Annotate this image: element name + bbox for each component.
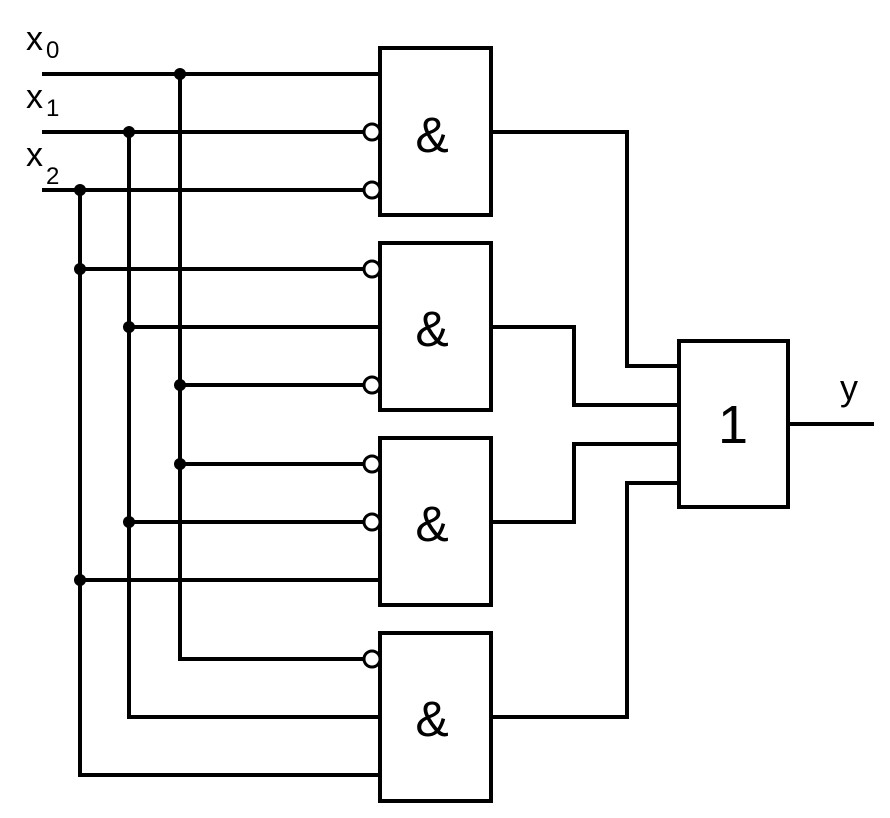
input-x0-sub: 0 xyxy=(46,37,59,64)
output-label-y: y xyxy=(840,367,858,408)
junction-dots xyxy=(74,68,186,586)
input-x0-main: x xyxy=(26,20,43,58)
junction-dot xyxy=(74,263,86,275)
and-gate-4-symbol: & xyxy=(415,691,448,747)
input-x1-main: x xyxy=(26,78,43,116)
input-label-x2: x 2 xyxy=(26,136,59,190)
and-gate-2: & xyxy=(378,241,493,412)
or-gate: 1 xyxy=(677,339,790,509)
junction-dot xyxy=(74,184,86,196)
junction-dot xyxy=(74,574,86,586)
junction-dot xyxy=(174,379,186,391)
inverter-bubble xyxy=(362,512,382,532)
inverter-bubble xyxy=(362,180,382,200)
junction-dot xyxy=(123,126,135,138)
and-gate-2-symbol: & xyxy=(415,301,448,357)
inverter-bubble xyxy=(362,454,382,474)
input-x2-sub: 2 xyxy=(46,163,59,190)
inverter-bubble xyxy=(362,259,382,279)
inverter-bubble xyxy=(362,649,382,669)
junction-dot xyxy=(174,458,186,470)
wire-gate1-to-or xyxy=(489,130,681,368)
or-gate-symbol: 1 xyxy=(718,395,748,455)
and-gate-3: & xyxy=(378,436,493,607)
wire-gate4-to-or xyxy=(489,481,681,719)
input-x1-sub: 1 xyxy=(46,95,59,122)
junction-dot xyxy=(123,516,135,528)
inverter-bubble xyxy=(362,375,382,395)
input-label-x1: x 1 xyxy=(26,78,59,122)
inverter-bubble xyxy=(362,122,382,142)
junction-dot xyxy=(174,68,186,80)
and-gate-3-symbol: & xyxy=(415,496,448,552)
wire-gate3-to-or xyxy=(489,442,681,524)
junction-dot xyxy=(123,321,135,333)
input-label-x0: x 0 xyxy=(26,20,59,64)
and-gate-1: & xyxy=(378,46,493,217)
and-gate-1-symbol: & xyxy=(415,107,448,163)
input-x2-main: x xyxy=(26,136,43,174)
and-gate-4: & xyxy=(378,631,493,803)
wire-gate2-to-or xyxy=(489,325,681,407)
